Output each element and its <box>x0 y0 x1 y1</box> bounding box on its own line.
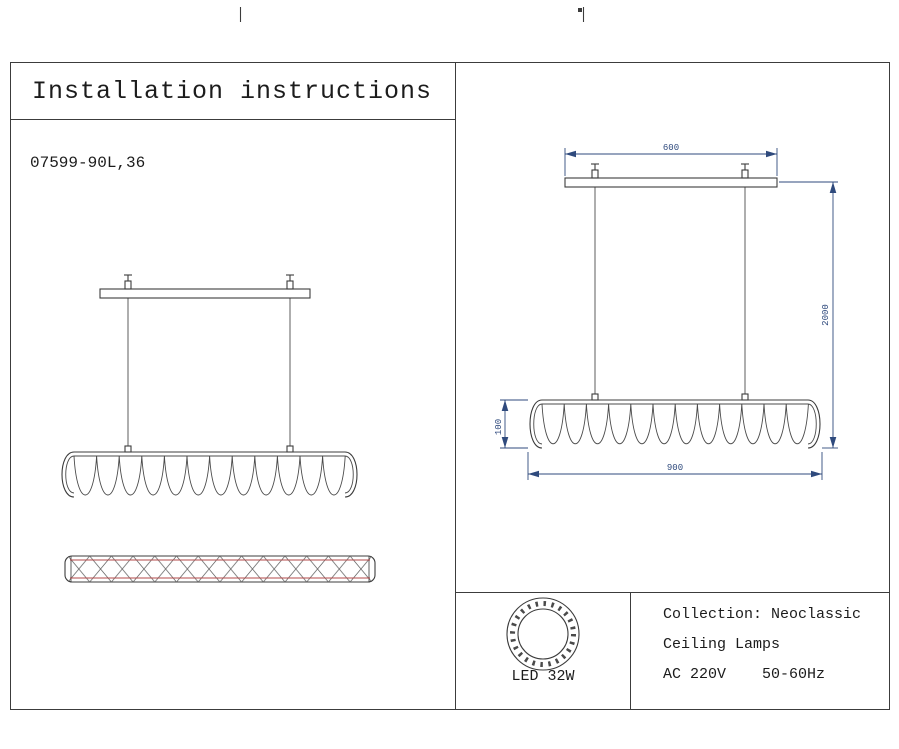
sheet-frame <box>9 61 891 711</box>
dimension-label-600: 600 <box>663 143 679 153</box>
scallop-segments <box>541 403 809 445</box>
led-chips-ring <box>510 601 576 667</box>
dimension-fixture-height: 100 <box>494 399 528 449</box>
led-ring-diagram <box>506 597 580 671</box>
canopy-bar <box>99 288 311 299</box>
print-marks <box>239 7 585 22</box>
dimension-canopy-width: 600 <box>564 143 778 176</box>
led-wattage-label: LED 32W <box>511 668 575 685</box>
page-title: Installation instructions <box>32 76 433 106</box>
category-label: Ceiling Lamps <box>663 636 781 653</box>
front-view-drawing <box>61 274 358 498</box>
dimensioned-side-view: 600 2000 100 900 <box>494 143 838 480</box>
bottom-view-drawing <box>64 555 376 583</box>
dimension-label-2000: 2000 <box>821 304 831 326</box>
dimension-label-900: 900 <box>667 463 683 473</box>
dimension-suspension-drop: 2000 <box>779 181 838 449</box>
collection-label: Collection: Neoclassic <box>663 606 862 623</box>
model-number: 07599-90L,36 <box>30 154 146 172</box>
scallop-segments <box>73 455 346 496</box>
electrical-spec-label: AC 220V 50-60Hz <box>663 666 826 683</box>
canopy-bar <box>564 177 778 188</box>
dimension-fixture-length: 900 <box>527 452 823 480</box>
dimension-label-100: 100 <box>494 419 504 435</box>
